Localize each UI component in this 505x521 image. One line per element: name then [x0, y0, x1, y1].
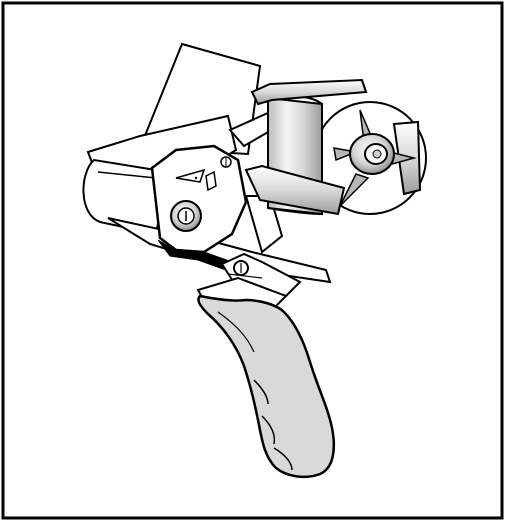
side-plate-slot [175, 168, 206, 183]
side-plate-notch [205, 170, 217, 192]
spoke-bottom [339, 173, 370, 207]
pistol-grip [197, 294, 336, 479]
grip-contour-2 [261, 415, 276, 445]
tape-roll-line [97, 171, 157, 179]
guard-flap-upper [250, 78, 368, 106]
grip-contour-1 [253, 379, 269, 405]
grip-contour-3 [273, 447, 293, 471]
guard-flap-lower [244, 164, 346, 216]
